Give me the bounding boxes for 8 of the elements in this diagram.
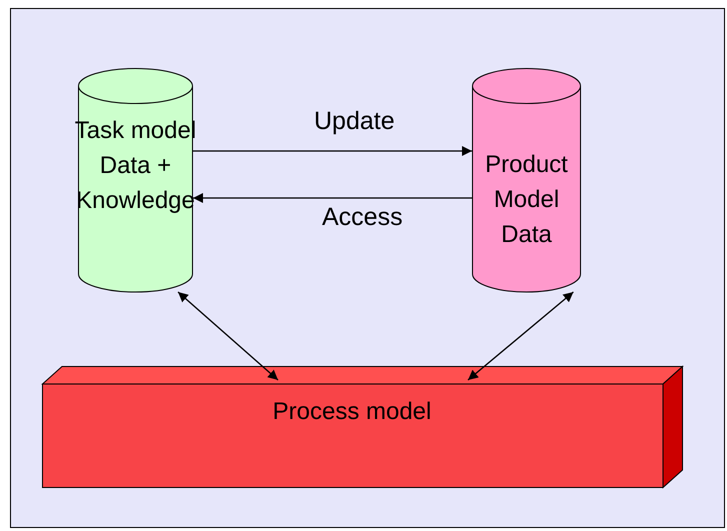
arrow (178, 292, 278, 380)
edge-label: Update (314, 107, 395, 136)
node-label: Product Model Data (484, 150, 569, 250)
arrow (193, 193, 472, 203)
edge-label: Access (322, 203, 403, 232)
arrow (468, 292, 574, 380)
arrow (193, 146, 472, 156)
node-label: Process model (272, 397, 432, 427)
